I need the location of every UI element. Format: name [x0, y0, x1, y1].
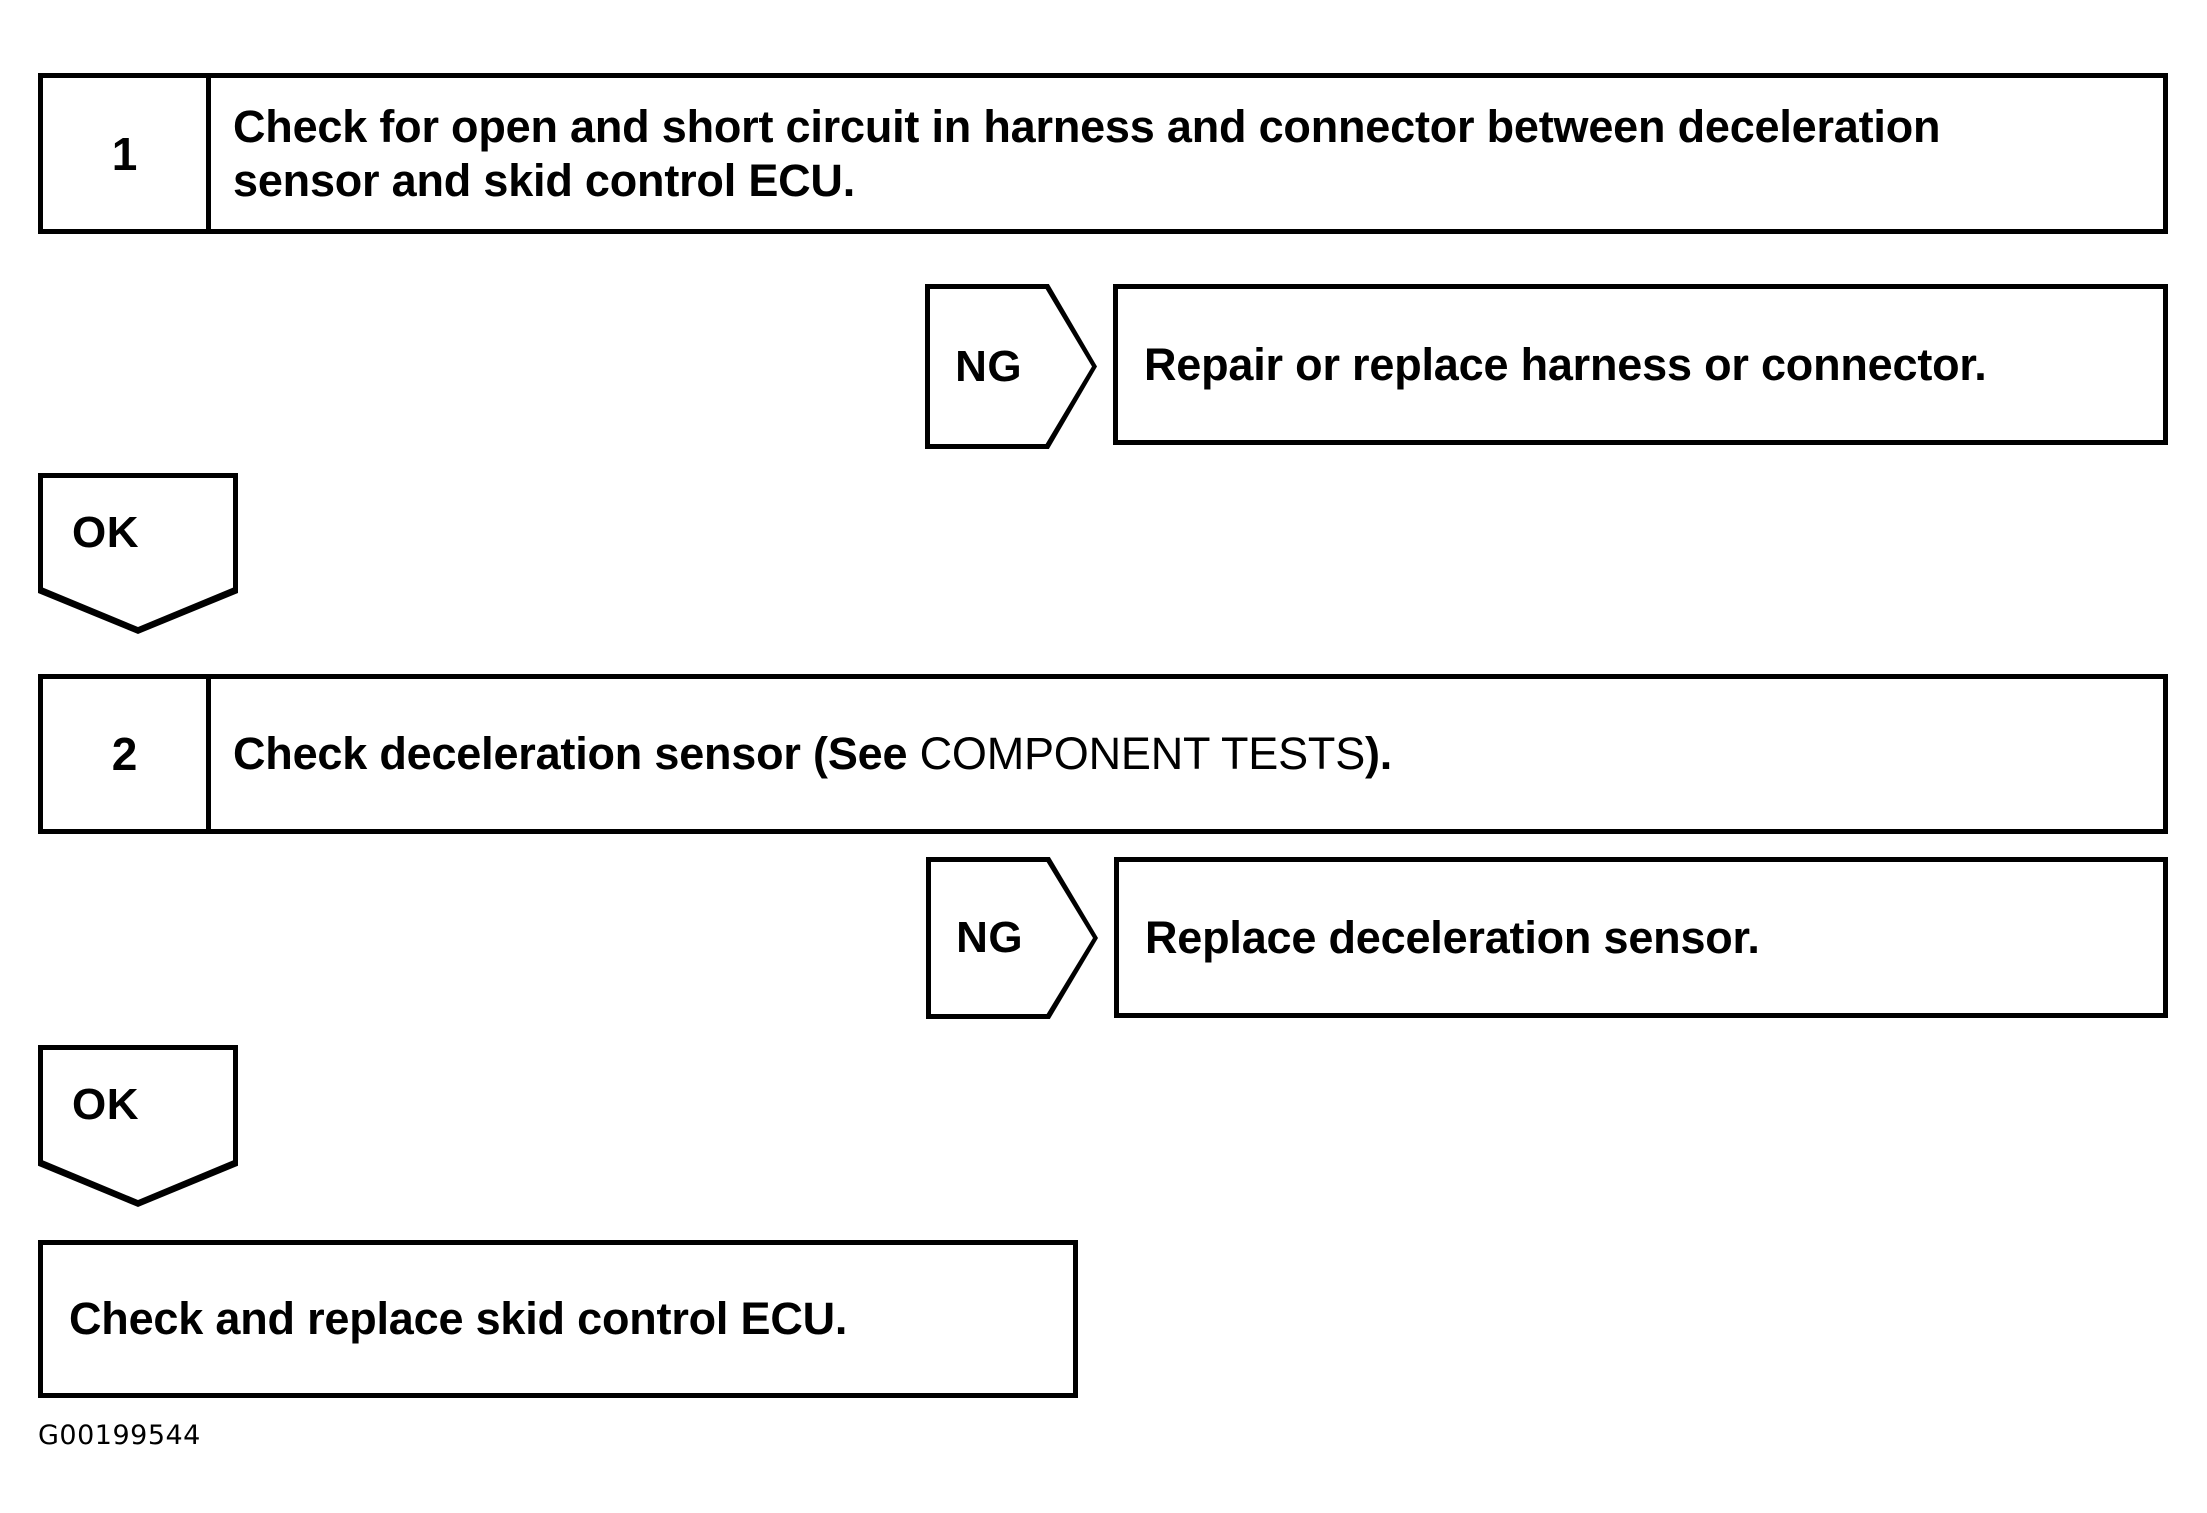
continue-tag-ok-1[interactable]: OK — [38, 473, 238, 634]
step-box-1[interactable]: 1 Check for open and short circuit in ha… — [38, 73, 2168, 234]
step-number-1: 1 — [43, 78, 211, 229]
branch-result-text-2: Replace deceleration sensor. — [1145, 911, 1760, 963]
step-text-1-line2: sensor and skid control ECU. — [233, 154, 856, 206]
step-text-1-line1: Check for open and short circuit in harn… — [233, 100, 1941, 152]
step-text-1: Check for open and short circuit in harn… — [211, 78, 2163, 229]
branch-tag-ng-2[interactable]: NG — [926, 857, 1098, 1019]
final-result-box[interactable]: Check and replace skid control ECU. — [38, 1240, 1078, 1398]
step-box-2[interactable]: 2 Check deceleration sensor (See COMPONE… — [38, 674, 2168, 834]
branch-tag-ng-1[interactable]: NG — [925, 284, 1097, 449]
branch-tag-ng-1-label: NG — [955, 341, 1023, 391]
branch-result-text-1: Repair or replace harness or connector. — [1144, 338, 1987, 390]
final-result-text: Check and replace skid control ECU. — [69, 1293, 848, 1344]
step-text-2-reference: COMPONENT TESTS — [919, 728, 1366, 779]
step-number-2: 2 — [43, 679, 211, 829]
branch-result-box-2[interactable]: Replace deceleration sensor. — [1114, 857, 2168, 1018]
continue-tag-ok-2[interactable]: OK — [38, 1045, 238, 1207]
step-text-2: Check deceleration sensor (See COMPONENT… — [211, 679, 2163, 829]
continue-tag-ok-1-label: OK — [72, 507, 139, 557]
figure-id-caption: G00199544 — [38, 1420, 201, 1451]
step-text-2-prefix: Check deceleration sensor (See — [233, 728, 920, 779]
continue-tag-ok-2-label: OK — [72, 1079, 139, 1129]
branch-tag-ng-2-label: NG — [956, 913, 1024, 962]
step-text-2-suffix: ). — [1365, 728, 1393, 779]
branch-result-box-1[interactable]: Repair or replace harness or connector. — [1113, 284, 2168, 445]
